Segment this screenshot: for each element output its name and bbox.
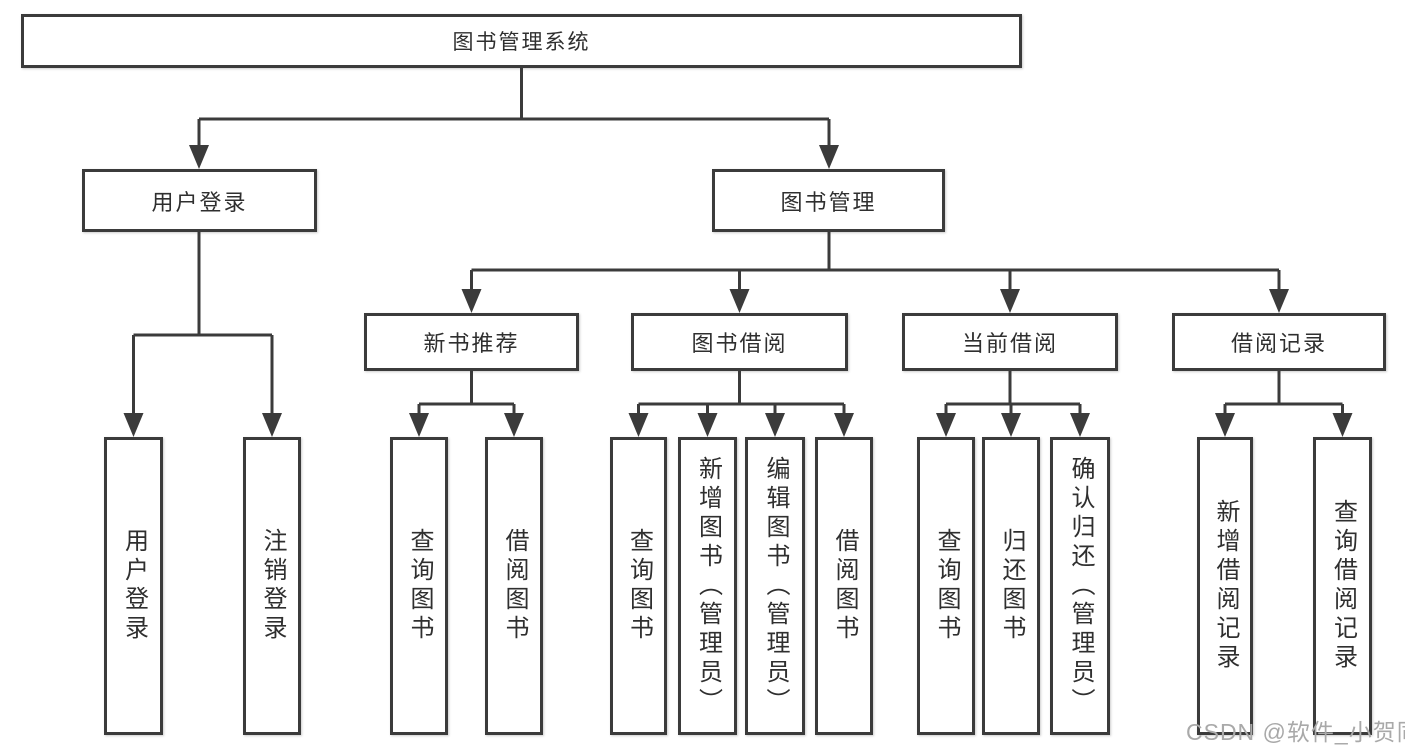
node-label: 图书管理系统 — [452, 31, 591, 54]
arrow-down-icon — [819, 145, 839, 169]
arrow-down-icon — [1001, 413, 1021, 437]
leaf-borrow-books: 借阅图书 — [815, 437, 873, 735]
node-book-borrow: 图书借阅 — [631, 313, 848, 371]
node-label: 图书借阅 — [691, 331, 788, 356]
node-label: 用户登录 — [151, 189, 248, 215]
arrow-down-icon — [504, 413, 524, 437]
arrow-down-icon — [1269, 289, 1289, 313]
node-library-management-system: 图书管理系统 — [21, 14, 1022, 68]
arrow-down-icon — [123, 413, 144, 437]
leaf-logout: 注销登录 — [243, 437, 301, 735]
node-label: 新书推荐 — [423, 331, 520, 356]
node-user-login: 用户登录 — [82, 169, 317, 232]
node-label: 确认归还（管理员） — [1067, 455, 1094, 717]
leaf-return-books: 归还图书 — [982, 437, 1040, 735]
arrow-down-icon — [628, 413, 649, 437]
arrow-down-icon — [729, 289, 750, 313]
arrow-down-icon — [1215, 413, 1235, 437]
leaf-query-borrow-record: 查询借阅记录 — [1313, 437, 1372, 735]
leaf-add-borrow-record: 新增借阅记录 — [1197, 437, 1253, 735]
node-borrow-records: 借阅记录 — [1172, 313, 1386, 371]
node-label: 查询借阅记录 — [1329, 499, 1357, 673]
leaf-user-login: 用户登录 — [104, 437, 163, 735]
node-label: 新增借阅记录 — [1212, 499, 1239, 673]
arrow-down-icon — [834, 413, 854, 437]
node-label: 借阅图书 — [831, 528, 858, 644]
arrow-down-icon — [409, 413, 429, 437]
node-label: 借阅图书 — [501, 528, 528, 644]
leaf-add-books-admin: 新增图书（管理员） — [678, 437, 737, 735]
arrow-down-icon — [1000, 289, 1020, 313]
node-label: 新增图书（管理员） — [694, 455, 722, 717]
arrow-down-icon — [765, 413, 785, 437]
arrow-down-icon — [262, 413, 282, 437]
node-label: 当前借阅 — [961, 331, 1058, 356]
arrow-down-icon — [1070, 413, 1090, 437]
node-label: 编辑图书（管理员） — [762, 455, 789, 717]
node-label: 查询图书 — [625, 528, 653, 644]
node-label: 用户登录 — [120, 528, 148, 644]
arrow-down-icon — [697, 413, 718, 437]
leaf-current-query-books: 查询图书 — [917, 437, 975, 735]
node-label: 注销登录 — [259, 528, 286, 644]
arrow-down-icon — [1332, 413, 1353, 437]
node-label: 图书管理 — [780, 189, 877, 215]
arrow-down-icon — [189, 145, 209, 169]
node-label: 查询图书 — [933, 528, 960, 644]
leaf-borrow-query-books: 查询图书 — [610, 437, 667, 735]
leaf-recommend-borrow-books: 借阅图书 — [485, 437, 543, 735]
node-current-borrow: 当前借阅 — [902, 313, 1118, 371]
node-label: 归还图书 — [998, 528, 1025, 644]
leaf-edit-books-admin: 编辑图书（管理员） — [745, 437, 805, 735]
leaf-confirm-return-admin: 确认归还（管理员） — [1050, 437, 1110, 735]
node-book-management: 图书管理 — [712, 169, 945, 232]
node-label: 借阅记录 — [1230, 331, 1327, 356]
node-label: 查询图书 — [406, 528, 433, 644]
watermark: CSDN @软件_小贺同学 — [1186, 719, 1405, 745]
node-new-book-recommend: 新书推荐 — [364, 313, 579, 371]
arrow-down-icon — [461, 289, 482, 313]
leaf-recommend-query-books: 查询图书 — [390, 437, 448, 735]
arrow-down-icon — [936, 413, 956, 437]
